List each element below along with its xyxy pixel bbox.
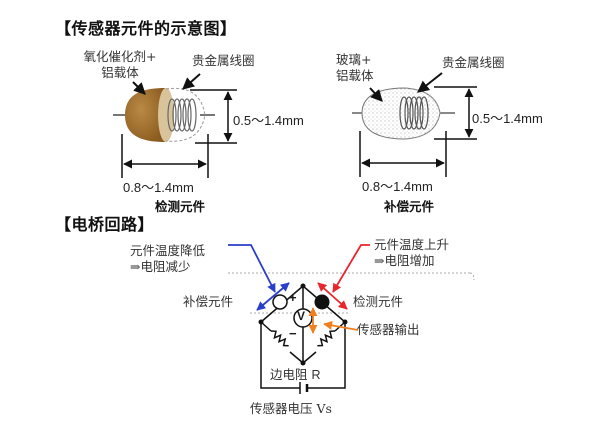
decrease-bidirectional-arrow [256, 282, 290, 311]
compensator-width-dimension: 0.8～1.4mm [362, 179, 433, 194]
side-resistor-label: 边电阻 R [270, 367, 321, 382]
section-title-sensor-elements: 【传感器元件的示意图】 [55, 19, 237, 38]
minus-sign: − [289, 326, 297, 341]
detector-width-dimension: 0.8～1.4mm [123, 180, 194, 195]
voltmeter-label: V [297, 309, 306, 323]
decrease-pointer-arrow [228, 244, 276, 293]
compensator-caption: 补偿元件 [384, 199, 435, 214]
resistor-symbol: R [311, 368, 321, 382]
bridge-circuit [228, 244, 475, 394]
detector-caption: 检测元件 [155, 199, 206, 214]
compensator-height-dimension: 0.5～1.4mm [472, 111, 543, 126]
plus-sign: + [289, 290, 297, 305]
sensor-voltage-label: 传感器电压 Vs [250, 401, 332, 416]
sensor-output-label: 传感器输出 [357, 322, 420, 337]
compensator-circuit-label: 补偿元件 [183, 294, 234, 309]
compensator-coil-pointer [417, 72, 443, 93]
detector-height-dimension: 0.5～1.4mm [233, 113, 304, 128]
detector-element-symbol [314, 294, 330, 310]
increase-note: 元件温度上升 ⇒电阻增加 [374, 237, 450, 268]
section-title-bridge-circuit: 【电桥回路】 [55, 215, 155, 234]
detector-coil-label: 贵金属线圈 [192, 53, 255, 68]
output-pointer-arrow [323, 320, 359, 331]
detector-element-illustration [113, 73, 237, 178]
detector-catalyst-bead [125, 88, 165, 142]
compensator-material-label: 玻璃+ 铝载体 [336, 52, 374, 83]
compensator-element-symbol [272, 294, 288, 310]
compensator-coil [399, 96, 429, 130]
detector-coil-pointer [182, 73, 201, 90]
increase-pointer-arrow [332, 244, 370, 293]
decrease-note: 元件温度降低 ⇒电阻减少 [130, 243, 206, 274]
compensator-material-pointer [369, 87, 383, 102]
compensator-coil-label: 贵金属线圈 [442, 55, 505, 70]
detector-material-label: 氧化催化剂+ 铝载体 [83, 49, 157, 80]
detector-bead-cut-face [158, 88, 174, 142]
detector-material-pointer [132, 81, 146, 95]
detector-coil [167, 98, 197, 132]
detector-circuit-label: 检测元件 [353, 294, 404, 309]
left-fixed-resistor [270, 330, 289, 347]
right-fixed-resistor [317, 330, 336, 347]
compensator-element-illustration [352, 72, 477, 177]
increase-bidirectional-arrow [317, 282, 348, 310]
